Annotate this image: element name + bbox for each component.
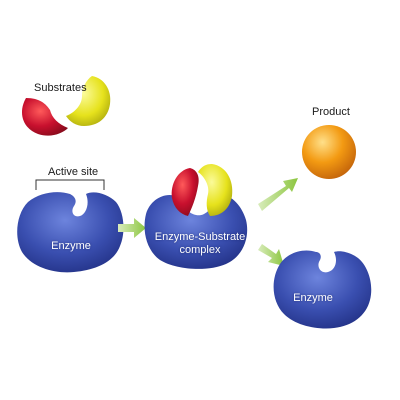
complex-label-line2: complex xyxy=(179,244,221,256)
active-site-label: Active site xyxy=(48,166,99,178)
substrate-yellow-shape xyxy=(66,76,111,126)
enzyme-right-shape xyxy=(273,250,372,329)
arrow-to-complex xyxy=(118,218,146,238)
product-label: Product xyxy=(312,106,350,118)
complex-label: Enzyme-Substrate complex xyxy=(148,231,252,257)
complex-red-substrate xyxy=(171,168,199,216)
enzyme-left-shape xyxy=(17,192,124,273)
complex-yellow-substrate xyxy=(198,164,233,216)
substrates-group xyxy=(22,76,111,136)
active-site-bracket xyxy=(35,179,105,190)
complex-group xyxy=(144,164,248,269)
arrow-to-product xyxy=(258,178,298,211)
complex-label-line1: Enzyme-Substrate xyxy=(154,231,246,243)
substrates-label: Substrates xyxy=(34,82,87,94)
product-sphere xyxy=(302,125,356,179)
enzyme-right-label: Enzyme xyxy=(293,292,333,304)
enzyme-left-label: Enzyme xyxy=(51,240,91,252)
arrow-to-free-enzyme xyxy=(258,244,284,266)
substrate-red-shape xyxy=(22,98,68,136)
